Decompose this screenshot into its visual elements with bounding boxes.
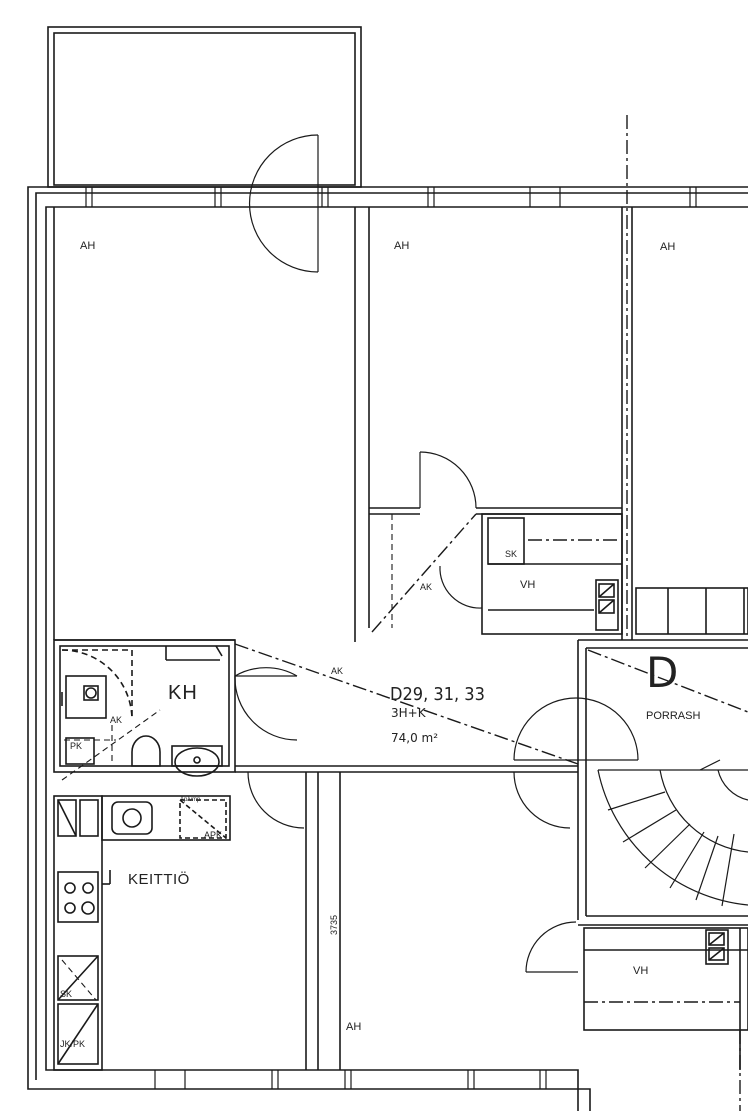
mark-ap-vmp: Ap/vmp (180, 797, 201, 803)
closet-bottom-walls (583, 927, 748, 1070)
closet-top-walls (481, 513, 623, 635)
windows-top (85, 187, 697, 207)
room-label-bedroom-4: AH (346, 1021, 362, 1033)
mark-ak-bath: AK (110, 715, 123, 725)
stair-letter: D (646, 648, 679, 697)
apartment-area: 74,0 m² (391, 731, 439, 745)
dashed-lines (61, 514, 393, 1001)
bathroom-walls (53, 639, 236, 777)
mark-ak-closet: AK (420, 582, 433, 592)
room-label-closet-2: VH (633, 965, 649, 977)
outer-walls (27, 186, 748, 1111)
mark-sk-kitchen: SK (60, 989, 73, 999)
mark-ak-hall: AK (331, 666, 344, 676)
windows-bottom (154, 1070, 547, 1089)
dimension-label: 3735 (329, 914, 339, 935)
room-label-bedroom-1: AH (80, 240, 96, 252)
mark-apk: APK (204, 830, 223, 840)
room-label-stairwell: PORRASH (646, 710, 701, 722)
mark-jk-pk: JK/PK (60, 1039, 86, 1049)
balcony (47, 26, 362, 188)
apartment-type: 3H+K (391, 706, 426, 720)
stairwell-walls (577, 639, 748, 926)
doors (234, 134, 639, 973)
room-label-bedroom-2: AH (394, 240, 410, 252)
room-label-closet-1: VH (520, 579, 536, 591)
dash-dot-lines (234, 115, 748, 1111)
bedroom-2-walls (369, 207, 633, 640)
spiral-stair (597, 759, 748, 907)
stair-top-segments (635, 587, 748, 635)
apartment-id: D29, 31, 33 (390, 684, 485, 705)
kitchen-walls (53, 795, 231, 1071)
bedroom-1-walls (53, 207, 370, 642)
lower-room-walls (235, 765, 578, 1070)
room-label-kitchen: KEITTIÖ (128, 871, 190, 888)
mark-pk: PK (70, 741, 83, 751)
room-label-bedroom-3: AH (660, 241, 676, 253)
mark-sk: SK (505, 549, 518, 559)
room-label-bathroom: KH (168, 682, 198, 704)
